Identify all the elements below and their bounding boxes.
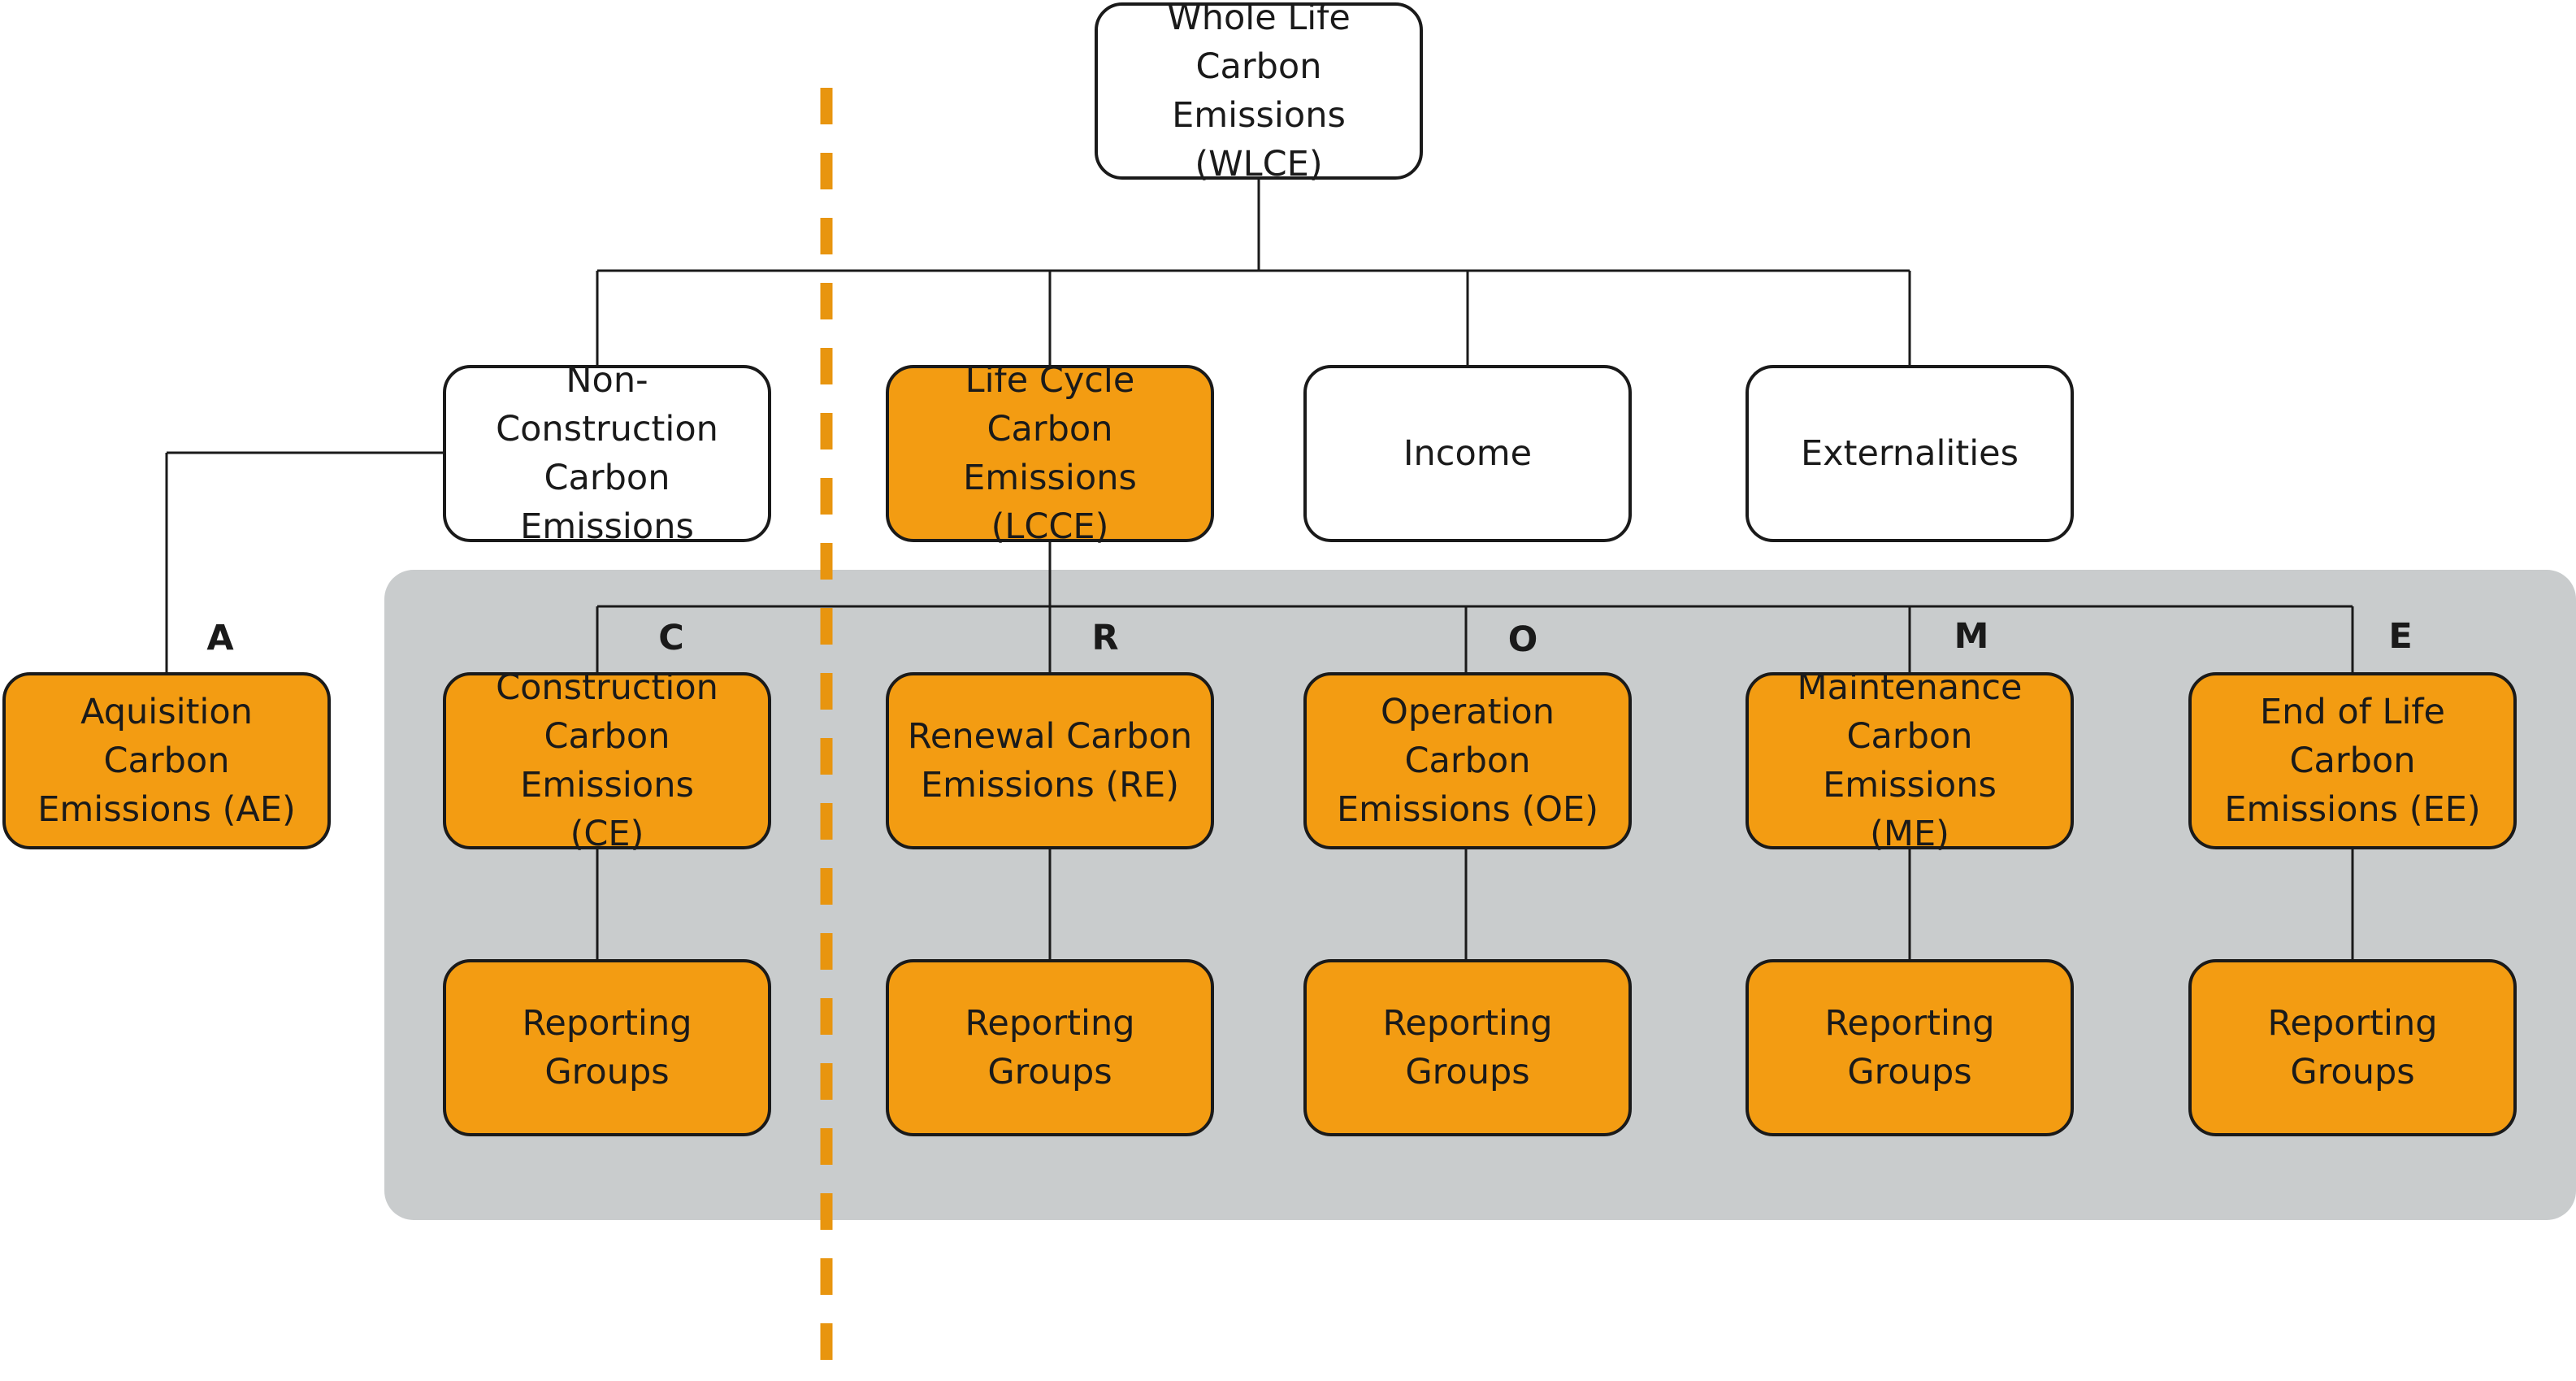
ee-node: End of Life Carbon Emissions (EE) [2188, 672, 2517, 849]
ce-reporting-groups-node: Reporting Groups [443, 959, 771, 1136]
me-node: Maintenance Carbon Emissions (ME) [1746, 667, 2074, 854]
stage-letter-m: M [1954, 616, 1989, 657]
stage-letter-e: E [2388, 616, 2413, 657]
stage-letter-o: O [1507, 619, 1538, 660]
income-node: Income [1303, 365, 1632, 542]
lcce-node: Life Cycle Carbon Emissions (LCCE) [886, 360, 1214, 547]
oe-node: Operation Carbon Emissions (OE) [1303, 672, 1632, 849]
wlce-node: Whole Life Carbon Emissions (WLCE) [1095, 0, 1423, 185]
ce-node: Construction Carbon Emissions (CE) [443, 667, 771, 854]
ee-reporting-groups-node: Reporting Groups [2188, 959, 2517, 1136]
stage-letter-r: R [1091, 618, 1119, 658]
re-node: Renewal Carbon Emissions (RE) [886, 672, 1214, 849]
re-reporting-groups-node: Reporting Groups [886, 959, 1214, 1136]
me-reporting-groups-node: Reporting Groups [1746, 959, 2074, 1136]
externalities-node: Externalities [1746, 365, 2074, 542]
stage-letter-a: A [206, 618, 234, 658]
stage-letter-c: C [658, 618, 684, 658]
non-construction-node: Non-Construction Carbon Emissions [443, 360, 771, 547]
oe-reporting-groups-node: Reporting Groups [1303, 959, 1632, 1136]
ae-node: Aquisition Carbon Emissions (AE) [2, 672, 331, 849]
